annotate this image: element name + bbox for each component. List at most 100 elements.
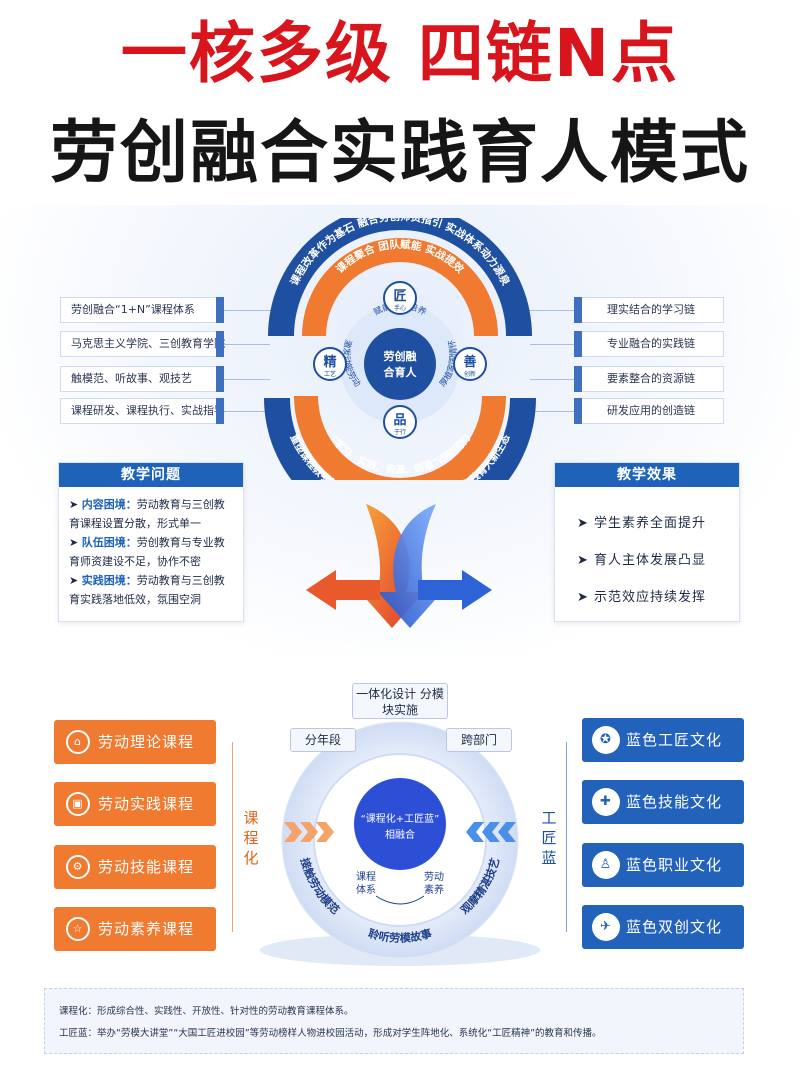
obtn-label: 劳动理论课程: [98, 733, 195, 751]
center-label-2: 相融合: [385, 828, 415, 841]
labor-theory-course: ⌂ 劳动理论课程: [54, 720, 216, 764]
arc-bottom-text: 聆听劳模故事: [367, 926, 434, 945]
problems-title: 教学问题: [59, 463, 243, 487]
core-circle: [364, 328, 436, 400]
left-vertical-text: 课程化: [241, 808, 261, 868]
by-grade-tag: 分年段: [290, 728, 356, 752]
node-top-big: 匠: [393, 289, 406, 304]
node-right-big: 善: [463, 354, 476, 370]
obtn-label: 劳动技能课程: [98, 858, 195, 876]
problem-item: ➤ 队伍困境：劳创教育与专业教育师资建设不足，协作不密: [69, 536, 225, 568]
cross-dept-tag: 跨部门: [446, 728, 512, 752]
footer-line-2: 工匠蓝：举办“劳模大讲堂”“大国工匠进校园”等劳动榜样人物进校园活动，形成对学生…: [59, 1028, 602, 1039]
labor-practice-course: ▣劳动实践课程: [54, 782, 216, 826]
right-box-marker: [574, 331, 582, 357]
right-box: 要素整合的资源链: [578, 366, 724, 392]
core-circle-bottom: [354, 778, 446, 870]
problem-key: 实践困境：: [81, 574, 137, 587]
node-right: 善 创新: [453, 347, 487, 381]
labor-quality-course: ☆ 劳动素养课程: [54, 907, 216, 951]
left-box-marker: [216, 331, 224, 357]
bbtn-label: 蓝色工匠文化: [626, 731, 723, 749]
person-icon: ♙: [592, 851, 620, 879]
problem-item: ➤ 实践困境：劳动教育与三创教育实践落地低效，氛围空洞: [69, 574, 225, 606]
node-bottom-small: 于行: [394, 428, 406, 436]
right-box: 研发应用的创造链: [578, 398, 724, 424]
left-chevrons: [284, 822, 334, 842]
right-box-marker: [574, 366, 582, 392]
left-box: 课程研发、课程执行、实战指导: [60, 398, 225, 424]
right-box-marker: [574, 398, 582, 424]
book-icon: ⌂: [66, 730, 90, 754]
right-bracket-line: [566, 742, 567, 932]
vertical-char: 程: [243, 829, 259, 847]
right-box: 理实结合的学习链: [578, 297, 724, 323]
right-vertical-label: 工匠蓝: [539, 808, 559, 868]
blue-innovation-culture: ✈蓝色双创文化: [582, 905, 744, 949]
core-ring-diagram: 课程改革作为基石 融合劳创师资指引 实战体系动力源泉 课程聚合 团队赋能 实战提…: [264, 218, 536, 480]
effect-text: 学生素养全面提升: [594, 516, 707, 531]
effect-item: ➤ 育人主体发展凸显: [577, 553, 707, 568]
problems-list: ➤ 内容困境：劳动教育与三创教育课程设置分散，形式单一 ➤ 队伍困境：劳创教育与…: [59, 487, 243, 609]
inner-top-arc: [302, 238, 498, 336]
vertical-char: 工: [541, 809, 557, 827]
center-label-1: “课程化+工匠蓝”: [361, 812, 440, 825]
node-left: 精 工艺: [313, 347, 347, 381]
left-box-marker: [216, 398, 224, 424]
by-grade-text: 分年段: [304, 733, 341, 747]
node-left-small: 工艺: [324, 370, 336, 378]
star-icon: ☆: [66, 917, 90, 941]
left-box-marker: [216, 366, 224, 392]
right-arrow: [418, 570, 492, 610]
problem-text: 劳动教育与三创教育实践落地低效，氛围空洞: [69, 574, 225, 606]
effects-list: ➤ 学生素养全面提升 ➤ 育人主体发展凸显 ➤ 示范效应持续发挥: [555, 487, 739, 616]
effects-panel: 教学效果 ➤ 学生素养全面提升 ➤ 育人主体发展凸显 ➤ 示范效应持续发挥: [554, 462, 740, 622]
bbtn-label: 蓝色双创文化: [626, 918, 723, 936]
arc-bottom-textpath: 聆听劳模故事: [367, 926, 434, 945]
effect-text: 育人主体发展凸显: [594, 553, 707, 568]
subtitle: 劳创融合实践育人模式: [49, 114, 750, 193]
blue-career-culture: ♙ 蓝色职业文化: [582, 843, 744, 887]
left-vertical-label: 课程化: [241, 808, 261, 868]
puzzle-icon: ✚: [592, 788, 620, 816]
node-top-small: 手心: [394, 304, 406, 312]
node-top: 匠 手心: [383, 281, 417, 315]
integration-diagram: “课程化+工匠蓝” 相融合 课程 体系 劳动 素养 接触劳动模范 观摩精湛技艺 …: [260, 721, 540, 966]
left-box-marker: [216, 297, 224, 323]
main-title: 一核多级 四链N点: [120, 15, 680, 92]
vertical-char: 课: [243, 809, 259, 827]
left-box: 劳创融合“1+N”课程体系: [60, 297, 222, 323]
link-curve: [375, 895, 425, 905]
node-bottom: 品 于行: [383, 405, 417, 439]
inner-bottom-arc: [294, 396, 506, 480]
labor-quality-1: 劳动: [424, 870, 444, 883]
core-label-2: 合育人: [384, 365, 418, 379]
problems-panel: 教学问题 ➤ 内容困境：劳动教育与三创教育课程设置分散，形式单一 ➤ 队伍困境：…: [58, 462, 244, 622]
problem-text: 劳动教育与三创教育课程设置分散，形式单一: [69, 498, 225, 530]
right-vertical-text: 工匠蓝: [539, 808, 559, 868]
node-right-small: 创新: [464, 370, 476, 378]
labor-quality-2: 素养: [424, 883, 444, 896]
problem-key: 队伍困境：: [81, 536, 137, 549]
node-bottom-big: 品: [393, 413, 406, 428]
crossing-arrows-graphic: [306, 504, 492, 628]
top-design-text: 一体化设计 分模块实施: [356, 687, 444, 717]
bbtn-label: 蓝色职业文化: [626, 856, 723, 874]
problem-item: ➤ 内容困境：劳动教育与三创教育课程设置分散，形式单一: [69, 498, 225, 530]
bbtn-label: 蓝色技能文化: [626, 793, 723, 811]
footer-line-1: 课程化：形成综合性、实践性、开放性、针对性的劳动教育课程体系。: [59, 1006, 354, 1017]
left-box: 马克思主义学院、三创教育学院: [60, 331, 225, 357]
course-system-2: 体系: [356, 884, 376, 896]
course-system-1: 课程: [356, 871, 376, 883]
outer-bottom-arc: [264, 398, 536, 480]
gear-icon: ⚙: [66, 855, 90, 879]
left-bracket-line: [232, 742, 233, 932]
obtn-label: 劳动实践课程: [98, 795, 195, 813]
problem-key: 内容困境：: [81, 498, 137, 511]
core-label-1: 劳创融: [384, 349, 417, 363]
blue-craftsman-culture: ✪ 蓝色工匠文化: [582, 718, 744, 762]
obtn-label: 劳动素养课程: [98, 920, 195, 938]
left-arrow: [306, 570, 380, 610]
blue-skill-culture: ✚ 蓝色技能文化: [582, 780, 744, 824]
badge-icon: ✪: [592, 726, 620, 754]
